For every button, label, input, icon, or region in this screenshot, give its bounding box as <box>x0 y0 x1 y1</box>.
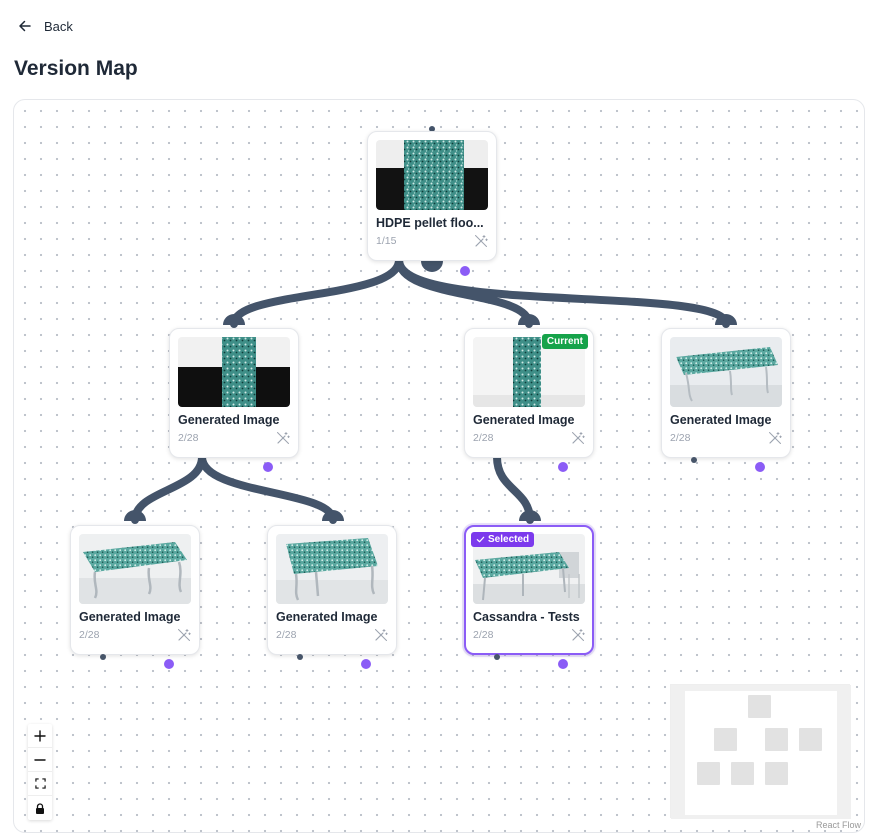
minimap-viewport <box>671 685 851 819</box>
react-flow-attribution[interactable]: React Flow <box>815 820 861 830</box>
edge-gen1-gen4 <box>131 453 206 524</box>
node-thumbnail <box>276 534 388 604</box>
version-node-gen1[interactable]: Generated Image 2/28 <box>169 328 299 458</box>
add-branch-handle[interactable] <box>558 659 568 669</box>
add-branch-handle[interactable] <box>755 462 765 472</box>
minus-icon <box>34 758 46 761</box>
version-node-gen3[interactable]: Generated Image 2/28 <box>661 328 791 458</box>
node-version-count: 2/28 <box>178 432 199 444</box>
selected-badge-label: Selected <box>488 534 530 545</box>
magic-wand-off-icon[interactable] <box>177 628 191 642</box>
target-handle-gen3 <box>715 314 737 325</box>
node-title: Generated Image <box>79 610 181 624</box>
magic-wand-off-icon[interactable] <box>571 628 585 642</box>
target-handle-cassandra <box>519 510 541 521</box>
add-branch-handle[interactable] <box>263 462 273 472</box>
node-title: Generated Image <box>670 413 772 427</box>
page-title: Version Map <box>14 57 138 80</box>
node-version-count: 1/15 <box>376 235 397 247</box>
lock-icon <box>36 802 44 814</box>
zoom-out-button[interactable] <box>28 748 52 772</box>
target-handle-gen5 <box>322 510 344 521</box>
add-branch-handle[interactable] <box>558 462 568 472</box>
minimap-node <box>731 762 754 785</box>
minimap-node <box>799 728 822 751</box>
flow-controls <box>28 724 52 820</box>
node-version-count: 2/28 <box>79 629 100 641</box>
target-handle-gen2 <box>518 314 540 325</box>
source-handle[interactable] <box>691 457 697 463</box>
node-title: HDPE pellet floo... <box>376 216 484 230</box>
zoom-in-button[interactable] <box>28 724 52 748</box>
minimap-node <box>765 728 788 751</box>
version-node-cassandra[interactable]: Selected Cassandra - Tests 2/28 <box>464 525 594 655</box>
minimap-node <box>697 762 720 785</box>
node-version-count: 2/28 <box>473 432 494 444</box>
magic-wand-off-icon[interactable] <box>374 628 388 642</box>
version-node-gen2[interactable]: Current Generated Image 2/28 <box>464 328 594 458</box>
edges-layer <box>124 126 737 524</box>
node-title: Generated Image <box>473 413 575 427</box>
version-node-root[interactable]: HDPE pellet floo... 1/15 <box>367 131 497 261</box>
source-handle[interactable] <box>297 654 303 660</box>
current-badge: Current <box>541 334 588 349</box>
node-thumbnail <box>376 140 488 210</box>
check-icon <box>476 536 485 543</box>
add-branch-handle[interactable] <box>361 659 371 669</box>
minimap-node <box>714 728 737 751</box>
magic-wand-off-icon[interactable] <box>571 431 585 445</box>
arrow-left-icon <box>19 20 31 32</box>
fit-view-button[interactable] <box>28 772 52 796</box>
minimap-node <box>748 695 771 718</box>
add-branch-handle[interactable] <box>460 266 470 276</box>
node-title: Generated Image <box>178 413 280 427</box>
node-thumbnail <box>670 337 782 407</box>
node-title: Generated Image <box>276 610 378 624</box>
source-handle[interactable] <box>494 654 500 660</box>
magic-wand-off-icon[interactable] <box>276 431 290 445</box>
version-node-gen5[interactable]: Generated Image 2/28 <box>267 525 397 655</box>
selected-badge: Selected <box>471 532 535 547</box>
target-handle-gen1 <box>223 314 245 325</box>
node-version-count: 2/28 <box>670 432 691 444</box>
node-version-count: 2/28 <box>473 629 494 641</box>
minimap-node <box>765 762 788 785</box>
source-handle[interactable] <box>100 654 106 660</box>
plus-icon <box>34 729 46 742</box>
node-thumbnail <box>79 534 191 604</box>
minimap[interactable] <box>670 684 851 819</box>
edge-root-gen1 <box>230 256 403 328</box>
version-node-gen4[interactable]: Generated Image 2/28 <box>70 525 200 655</box>
edge-gen1-gen5 <box>198 453 337 524</box>
target-handle-root <box>429 126 435 132</box>
node-title: Cassandra - Tests <box>473 610 580 624</box>
magic-wand-off-icon[interactable] <box>474 234 488 248</box>
source-bulge-root <box>421 261 443 272</box>
back-button[interactable]: Back <box>18 14 73 38</box>
node-thumbnail <box>178 337 290 407</box>
back-label: Back <box>44 18 73 34</box>
edge-gen2-cassandra <box>493 453 534 524</box>
node-version-count: 2/28 <box>276 629 297 641</box>
edge-root-gen3 <box>395 256 730 328</box>
version-map-canvas[interactable]: HDPE pellet floo... 1/15 Gener <box>13 99 865 833</box>
fit-view-icon <box>34 778 46 789</box>
magic-wand-off-icon[interactable] <box>768 431 782 445</box>
target-handle-gen4 <box>124 510 146 521</box>
add-branch-handle[interactable] <box>164 659 174 669</box>
lock-button[interactable] <box>28 796 52 820</box>
